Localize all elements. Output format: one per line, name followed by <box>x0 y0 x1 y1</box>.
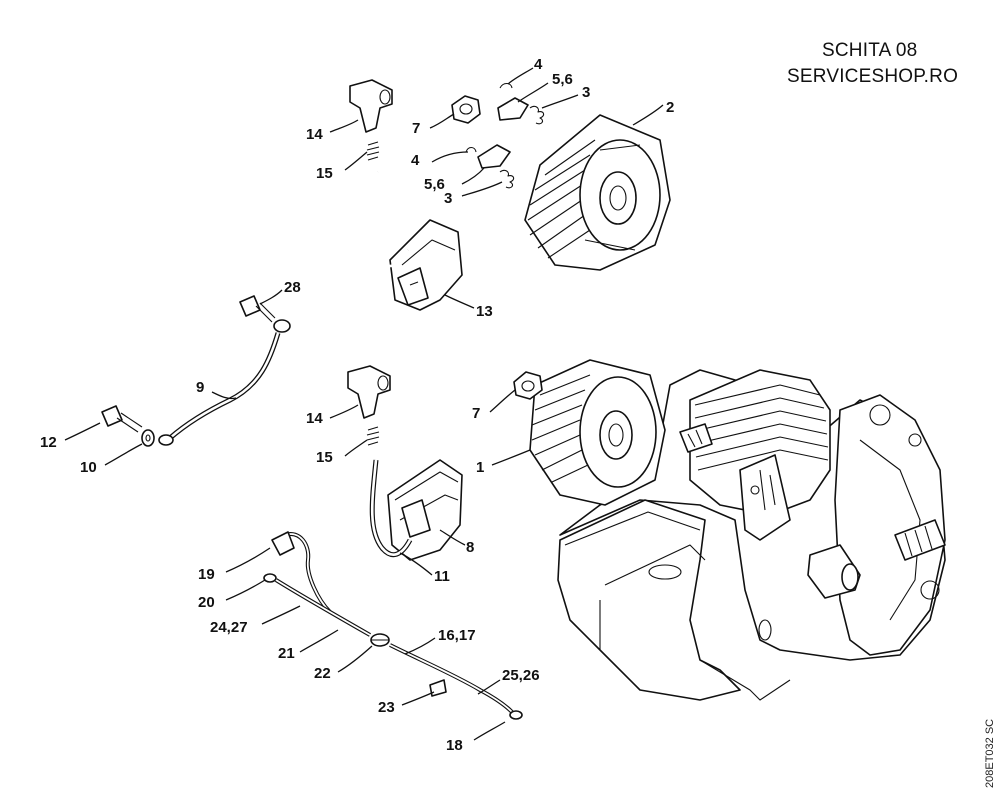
label-13: 13 <box>476 303 493 320</box>
label-1: 1 <box>476 459 484 476</box>
ignition-coil-8 <box>387 459 463 561</box>
label-22: 22 <box>314 665 331 682</box>
label-7-mid: 7 <box>472 405 480 422</box>
label-11: 11 <box>434 568 450 585</box>
label-2: 2 <box>666 99 674 116</box>
ignition-coil-13 <box>389 219 463 311</box>
flywheel-1 <box>529 359 666 506</box>
label-24-27: 24,27 <box>210 619 248 636</box>
label-28: 28 <box>284 279 301 296</box>
part-number-labels: 2 3 4 5,6 7 14 15 4 5,6 3 13 28 9 12 10 … <box>40 56 674 754</box>
site-name: SERVICESHOP.RO <box>787 66 959 87</box>
spring-15b <box>366 426 380 446</box>
label-3-mid: 3 <box>444 190 452 207</box>
label-7-top: 7 <box>412 120 420 137</box>
label-21: 21 <box>278 645 295 662</box>
label-25-26: 25,26 <box>502 667 540 684</box>
label-5-6-mid: 5,6 <box>424 176 445 193</box>
label-4-top: 4 <box>534 56 543 73</box>
label-16-17: 16,17 <box>438 627 476 644</box>
label-4-mid: 4 <box>411 152 420 169</box>
spring-15a <box>366 141 380 161</box>
label-23: 23 <box>378 699 395 716</box>
label-12: 12 <box>40 434 57 451</box>
label-10: 10 <box>80 459 97 476</box>
label-3-top: 3 <box>582 84 590 101</box>
screw-12 <box>101 405 143 433</box>
screw-28 <box>239 295 276 323</box>
label-14-top: 14 <box>306 126 323 143</box>
label-15-bottom: 15 <box>316 449 333 466</box>
diagram-title: SCHITA 08 <box>822 40 918 61</box>
label-14-bottom: 14 <box>306 410 323 427</box>
label-18: 18 <box>446 737 463 754</box>
ground-wire-9 <box>158 319 291 446</box>
wire-harness <box>263 531 523 720</box>
label-5-6-top: 5,6 <box>552 71 573 88</box>
spark-plug-boot-14b <box>347 365 391 419</box>
engine-block <box>557 369 946 701</box>
label-19: 19 <box>198 566 215 583</box>
nut-7a <box>451 95 481 124</box>
washer-10 <box>141 429 155 447</box>
label-9: 9 <box>196 379 204 396</box>
pawl-assembly-bottom <box>465 144 515 189</box>
nut-7b <box>513 371 543 400</box>
label-20: 20 <box>198 594 215 611</box>
label-15-top: 15 <box>316 165 333 182</box>
flywheel-2 <box>524 114 671 271</box>
label-8: 8 <box>466 539 474 556</box>
spark-plug-boot-14a <box>349 79 393 133</box>
leader-lines <box>64 67 664 741</box>
ht-lead-lower <box>369 459 413 558</box>
ht-lead-upper <box>369 171 410 268</box>
pawl-assembly-top <box>497 82 545 125</box>
